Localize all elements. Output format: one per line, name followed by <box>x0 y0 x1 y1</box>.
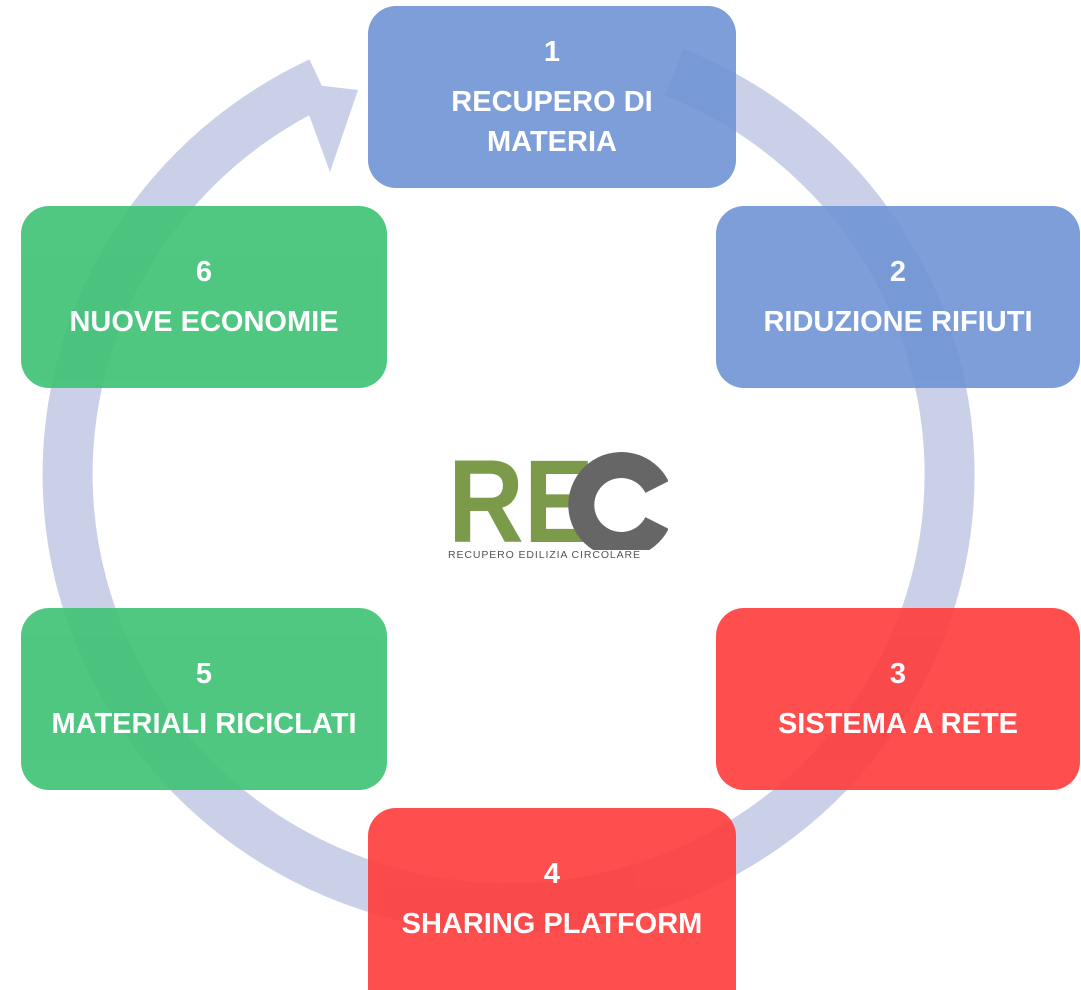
rec-logo: RE RECUPERO EDILIZIA CIRCOLARE <box>448 450 668 570</box>
step-materiali-riciclati: 5 MATERIALI RICICLATI <box>21 608 387 790</box>
step-label: RIDUZIONE RIFIUTI <box>763 306 1033 338</box>
step-number: 5 <box>195 657 213 690</box>
step-sistema-a-rete: 3 SISTEMA A RETE <box>716 608 1080 790</box>
step-recupero-di-materia: 1 RECUPERO DI MATERIA <box>368 6 736 188</box>
step-number: 3 <box>889 657 907 690</box>
step-label: SHARING PLATFORM <box>401 908 703 940</box>
step-label: SISTEMA A RETE <box>777 708 1019 740</box>
step-label: MATERIALI RICICLATI <box>51 708 357 740</box>
step-riduzione-rifiuti: 2 RIDUZIONE RIFIUTI <box>716 206 1080 388</box>
step-sharing-platform: 4 SHARING PLATFORM <box>368 808 736 990</box>
step-nuove-economie: 6 NUOVE ECONOMIE <box>21 206 387 388</box>
step-number: 1 <box>543 35 561 68</box>
step-label: RECUPERO DI MATERIA <box>451 85 653 158</box>
step-number: 4 <box>543 857 561 890</box>
step-number: 2 <box>889 255 907 288</box>
step-label: NUOVE ECONOMIE <box>69 306 339 338</box>
rec-logo-mark: RE <box>448 450 668 550</box>
step-number: 6 <box>195 255 213 288</box>
logo-tagline: RECUPERO EDILIZIA CIRCOLARE <box>448 549 641 561</box>
logo-letter-c-arc <box>568 452 668 550</box>
